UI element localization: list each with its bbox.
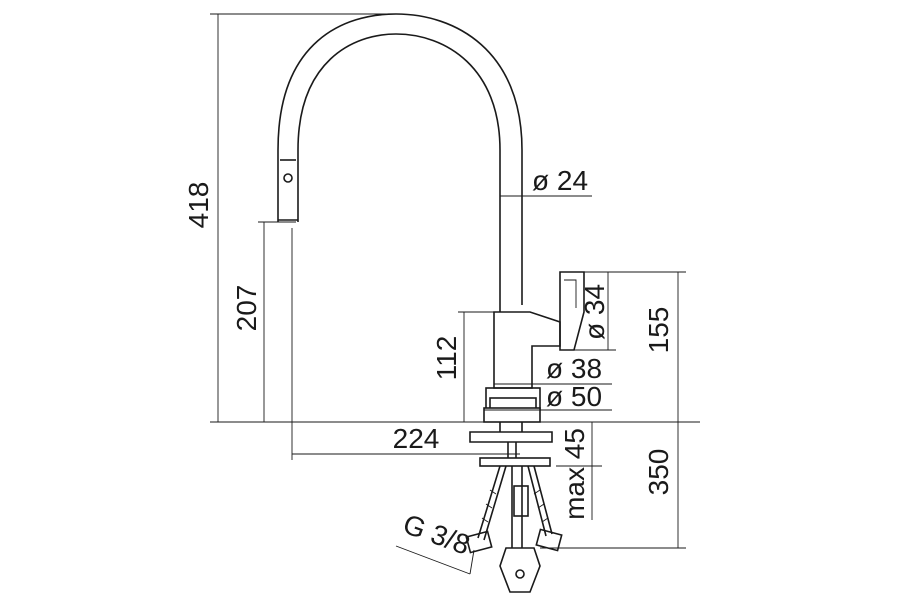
dim-hand-shower-height: 207 (231, 285, 262, 332)
dim-base-diameter: ø 50 (546, 381, 602, 412)
faucet-outline (277, 13, 585, 593)
dim-thread: G 3/8 (399, 508, 474, 561)
dim-base-height: 112 (431, 336, 462, 381)
dim-lever-height: 155 (643, 307, 674, 354)
dim-spout-diameter: ø 24 (532, 165, 588, 196)
dim-lever-diameter: ø 34 (579, 284, 610, 340)
dim-hose-length: 350 (643, 449, 674, 496)
dim-total-height: 418 (183, 182, 214, 229)
dim-deck-thickness: max 45 (559, 428, 590, 520)
dim-body-diameter: ø 38 (546, 353, 602, 384)
dim-reach: 224 (393, 423, 440, 454)
dimension-lines (210, 13, 700, 575)
